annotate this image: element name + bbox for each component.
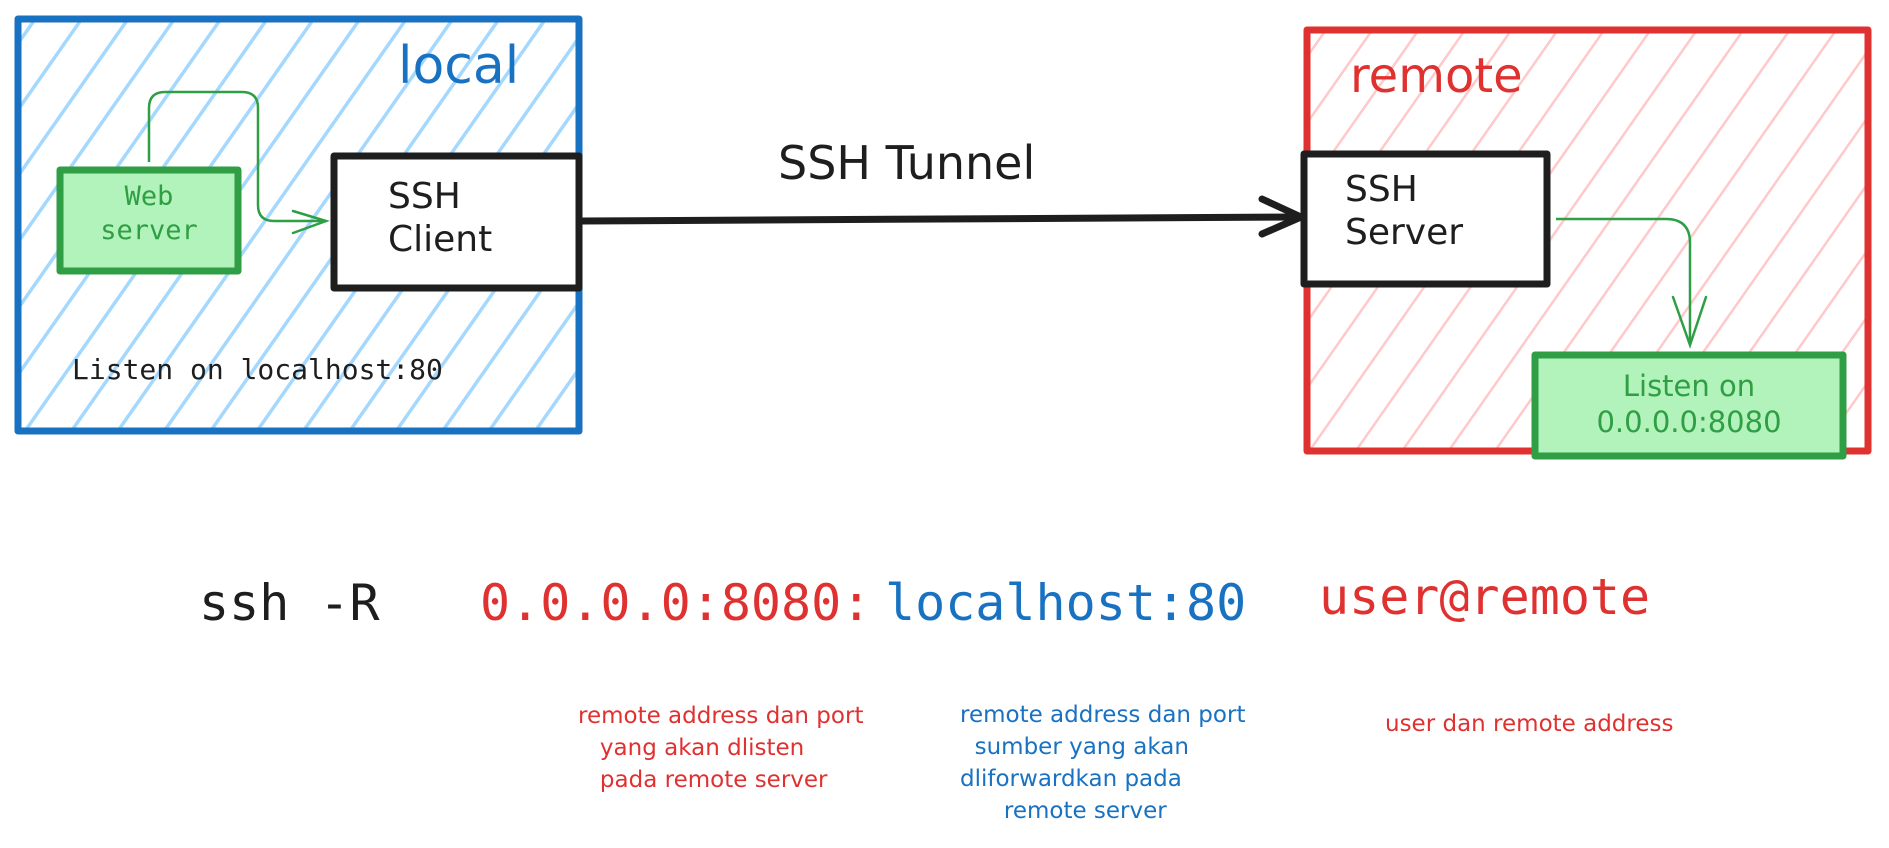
- server-to-listen-arrow: [1556, 217, 1692, 345]
- web-to-client-arrow: [147, 90, 326, 223]
- command-destination: user@remote: [1319, 568, 1651, 626]
- web-server-box[interactable]: [56, 166, 242, 275]
- remote-zone-title: remote: [1350, 48, 1523, 104]
- ssh-tunnel-label: SSH Tunnel: [778, 136, 1036, 190]
- note-local-target: remote address dan port sumber yang akan…: [960, 702, 1246, 824]
- ssh-server-box[interactable]: [1300, 150, 1551, 288]
- server-to-listen-arrowhead: [1671, 295, 1708, 349]
- ssh-server-label: SSH Server: [1345, 169, 1464, 254]
- command-local-target: localhost:80: [885, 574, 1247, 632]
- ssh-client-box[interactable]: [330, 152, 583, 292]
- ssh-tunnel-arrow: [578, 213, 1305, 225]
- web-to-client-arrowhead: [291, 209, 330, 235]
- note-remote-bind: remote address dan port yang akan dliste…: [578, 703, 864, 793]
- remote-listen-label: Listen on 0.0.0.0:8080: [1596, 369, 1782, 440]
- note-destination: user dan remote address: [1385, 711, 1674, 737]
- local-listen-label: Listen on localhost:80: [72, 353, 443, 386]
- local-zone-title: local: [398, 36, 520, 96]
- command-program: ssh -R: [199, 574, 380, 632]
- command-remote-bind: 0.0.0.0:8080:: [480, 574, 872, 632]
- ssh-client-label: SSH Client: [388, 176, 493, 261]
- web-server-label: Web server: [100, 181, 198, 246]
- remote-listen-box[interactable]: [1531, 351, 1847, 460]
